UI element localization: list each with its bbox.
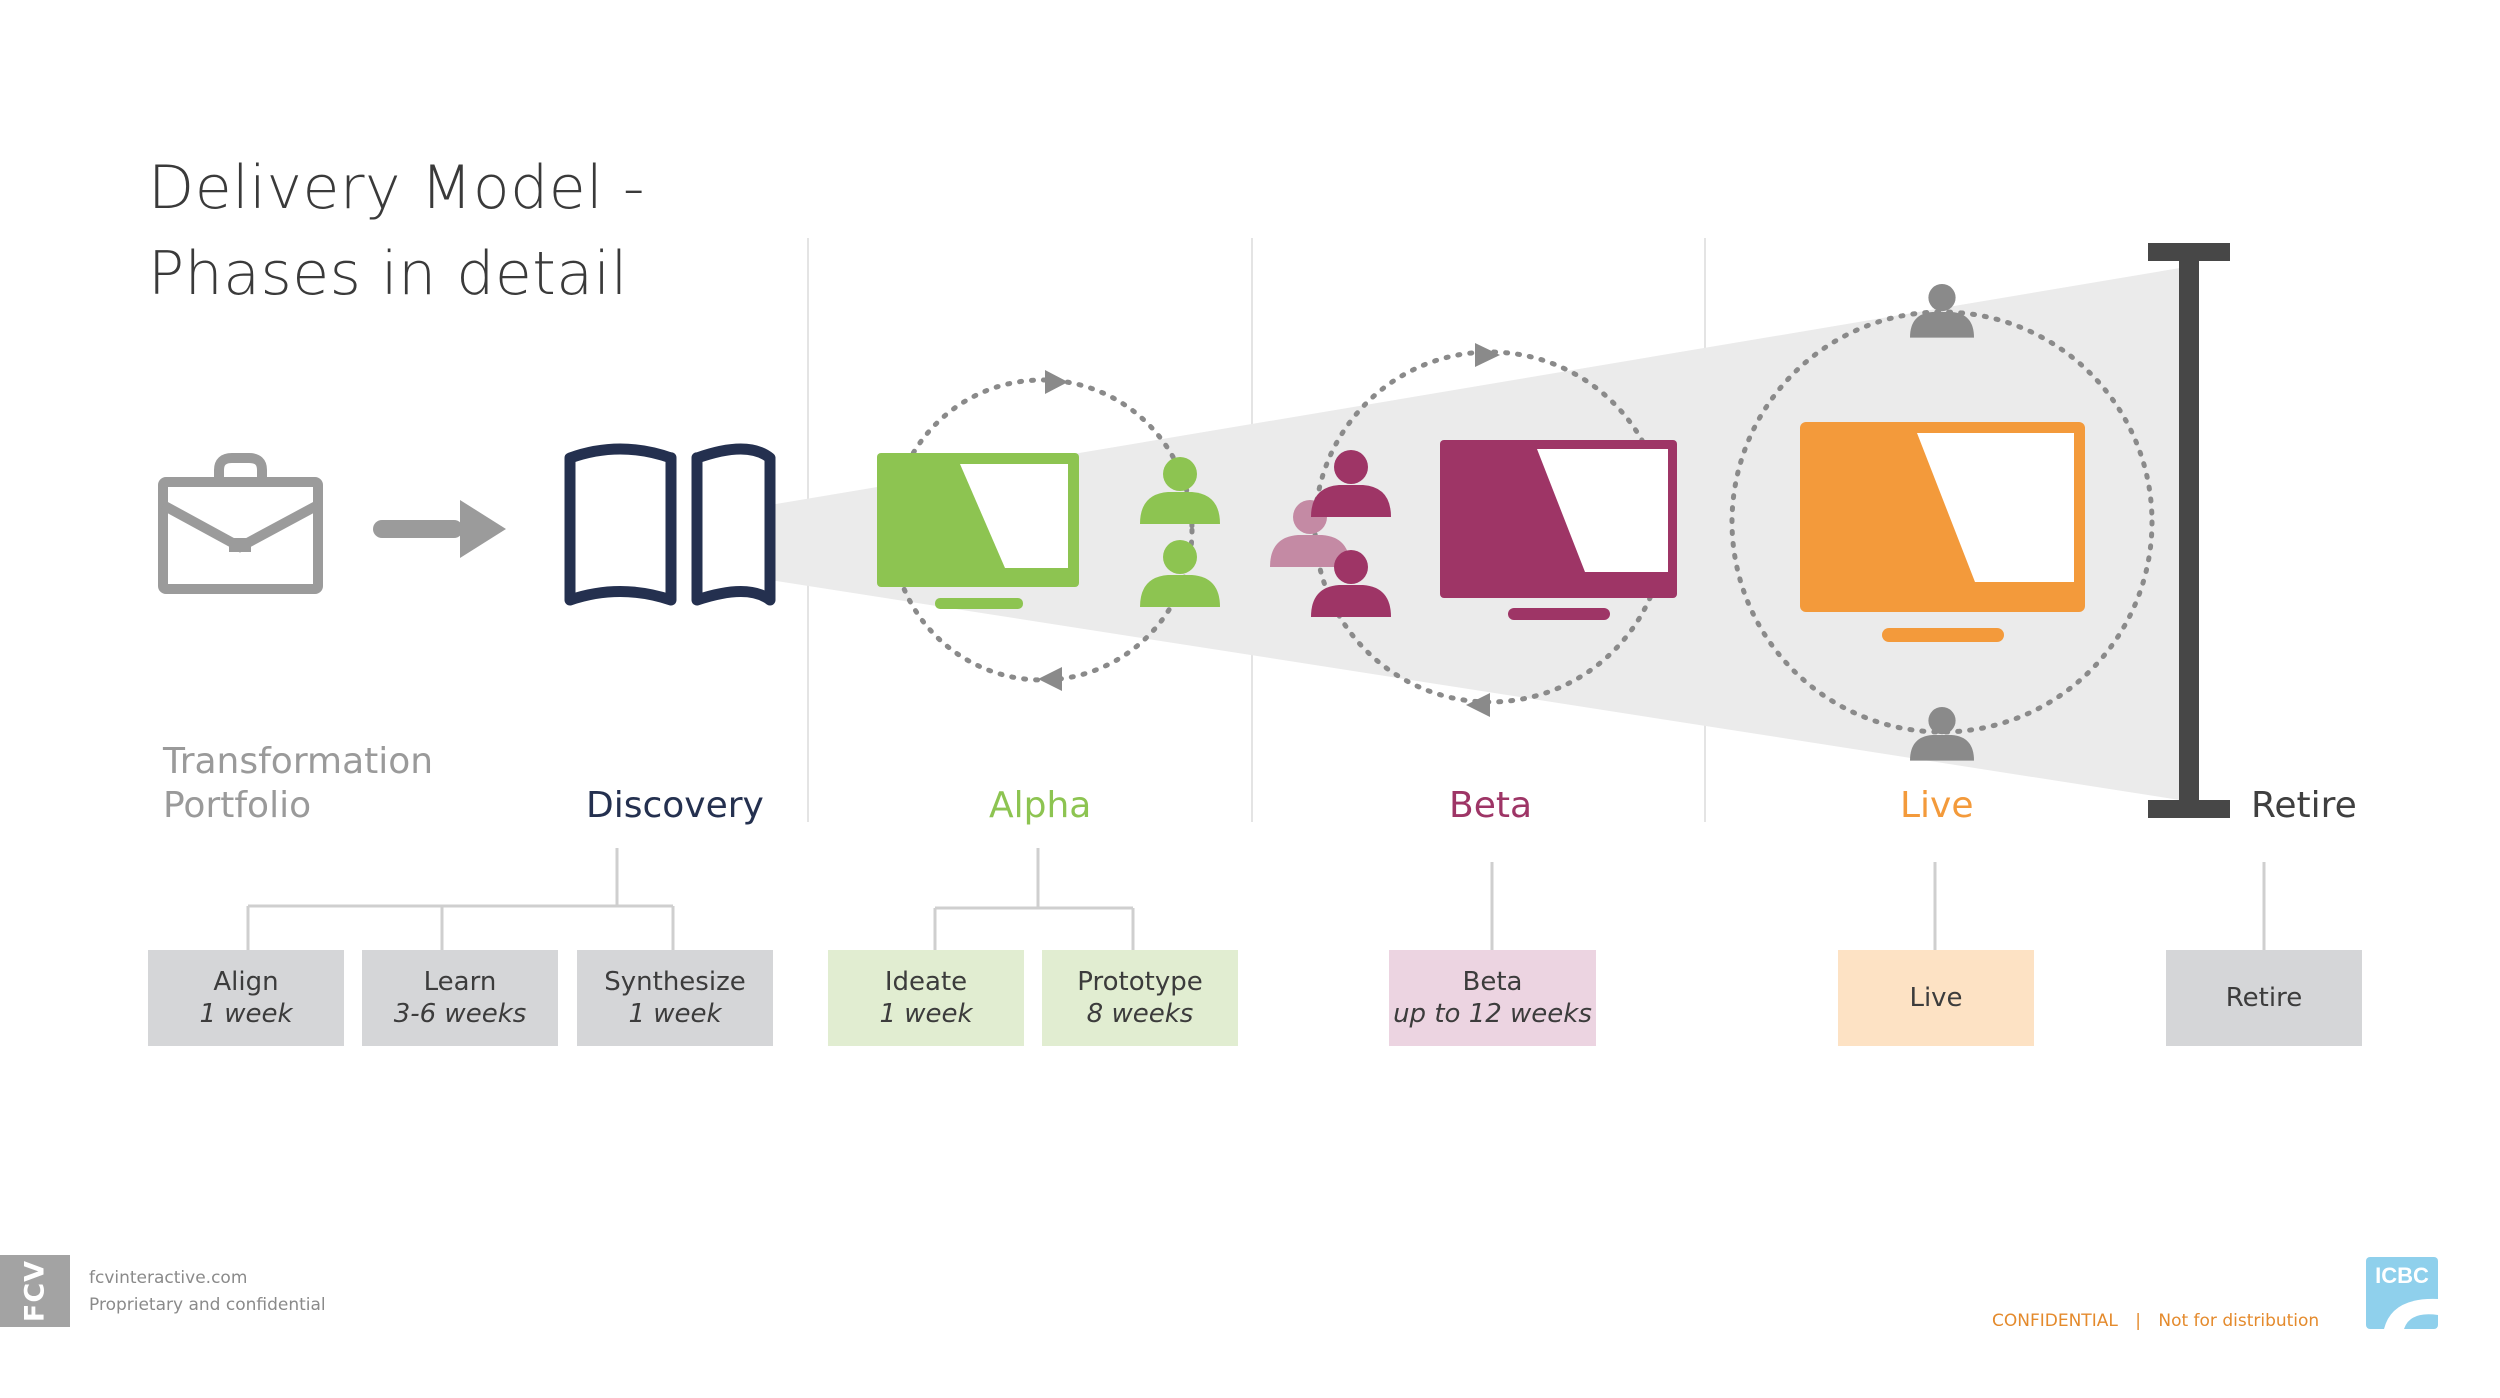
distribution-label: Not for distribution <box>2158 1311 2320 1331</box>
confidential-separator: | <box>2135 1311 2141 1331</box>
briefcase-icon <box>158 453 323 594</box>
icbc-logo-text: ICBC <box>2375 1263 2429 1288</box>
step-duration: 1 week <box>628 999 722 1029</box>
step-name: Live <box>1909 983 1963 1013</box>
phase-label-alpha: Alpha <box>989 785 1092 826</box>
step-duration: up to 12 weeks <box>1393 999 1592 1029</box>
open-book-icon <box>564 443 776 606</box>
phase-label-live: Live <box>1900 785 1974 826</box>
page-title: Delivery Model - Phases in detail <box>148 145 645 317</box>
confidential-notice: CONFIDENTIAL | Not for distribution <box>1992 1311 2319 1331</box>
phase-label-discovery: Discovery <box>586 785 764 826</box>
icbc-logo: ICBC <box>2366 1257 2438 1329</box>
step-name: Ideate <box>884 967 968 997</box>
title-line-1: Delivery Model - <box>148 153 645 223</box>
step-duration: 1 week <box>199 999 293 1029</box>
beta-cycle-arrow-bottom <box>1466 693 1490 717</box>
step-name: Beta <box>1462 967 1523 997</box>
fcv-logo: FCV <box>0 1255 70 1327</box>
step-box-prototype: Prototype 8 weeks <box>1042 950 1238 1046</box>
step-name: Prototype <box>1077 967 1203 997</box>
step-name: Learn <box>423 967 497 997</box>
step-duration: 1 week <box>879 999 973 1029</box>
confidential-label: CONFIDENTIAL <box>1992 1311 2118 1331</box>
alpha-monitor-icon <box>877 453 1079 609</box>
step-name: Align <box>213 967 279 997</box>
step-box-ideate: Ideate 1 week <box>828 950 1024 1046</box>
alpha-cycle-arrow-bottom <box>1038 667 1062 691</box>
phase-label-beta: Beta <box>1449 785 1533 826</box>
step-box-beta: Beta up to 12 weeks <box>1389 950 1596 1046</box>
fcv-logo-text: FCV <box>19 1259 51 1323</box>
phase-label-portfolio: Transformation Portfolio <box>163 740 433 828</box>
step-box-synthesize: Synthesize 1 week <box>577 950 773 1046</box>
step-name: Synthesize <box>604 967 746 997</box>
arrow-right-icon <box>373 500 506 558</box>
step-box-live: Live <box>1838 950 2034 1046</box>
live-monitor-icon <box>1800 422 2085 642</box>
step-box-align: Align 1 week <box>148 950 344 1046</box>
end-bar-icon <box>2148 243 2230 818</box>
beta-cycle-arrow-top <box>1475 343 1500 367</box>
portfolio-line-2: Portfolio <box>163 785 312 826</box>
step-box-learn: Learn 3-6 weeks <box>362 950 558 1046</box>
phase-label-retire: Retire <box>2251 785 2357 826</box>
step-duration: 3-6 weeks <box>393 999 527 1029</box>
icbc-logo-mark <box>2366 1257 2438 1329</box>
step-name: Retire <box>2225 983 2303 1013</box>
step-duration: 8 weeks <box>1086 999 1194 1029</box>
footer-website: fcvinteractive.com <box>89 1268 248 1288</box>
portfolio-line-1: Transformation <box>163 741 434 782</box>
beta-monitor-icon <box>1440 440 1677 620</box>
connector-lines <box>246 848 2266 950</box>
live-cycle <box>1729 309 2155 735</box>
footer-tagline: Proprietary and confidential <box>89 1295 326 1315</box>
step-box-retire: Retire <box>2166 950 2362 1046</box>
alpha-cycle-arrow-top <box>1045 370 1068 394</box>
title-line-2: Phases in detail <box>148 239 628 309</box>
